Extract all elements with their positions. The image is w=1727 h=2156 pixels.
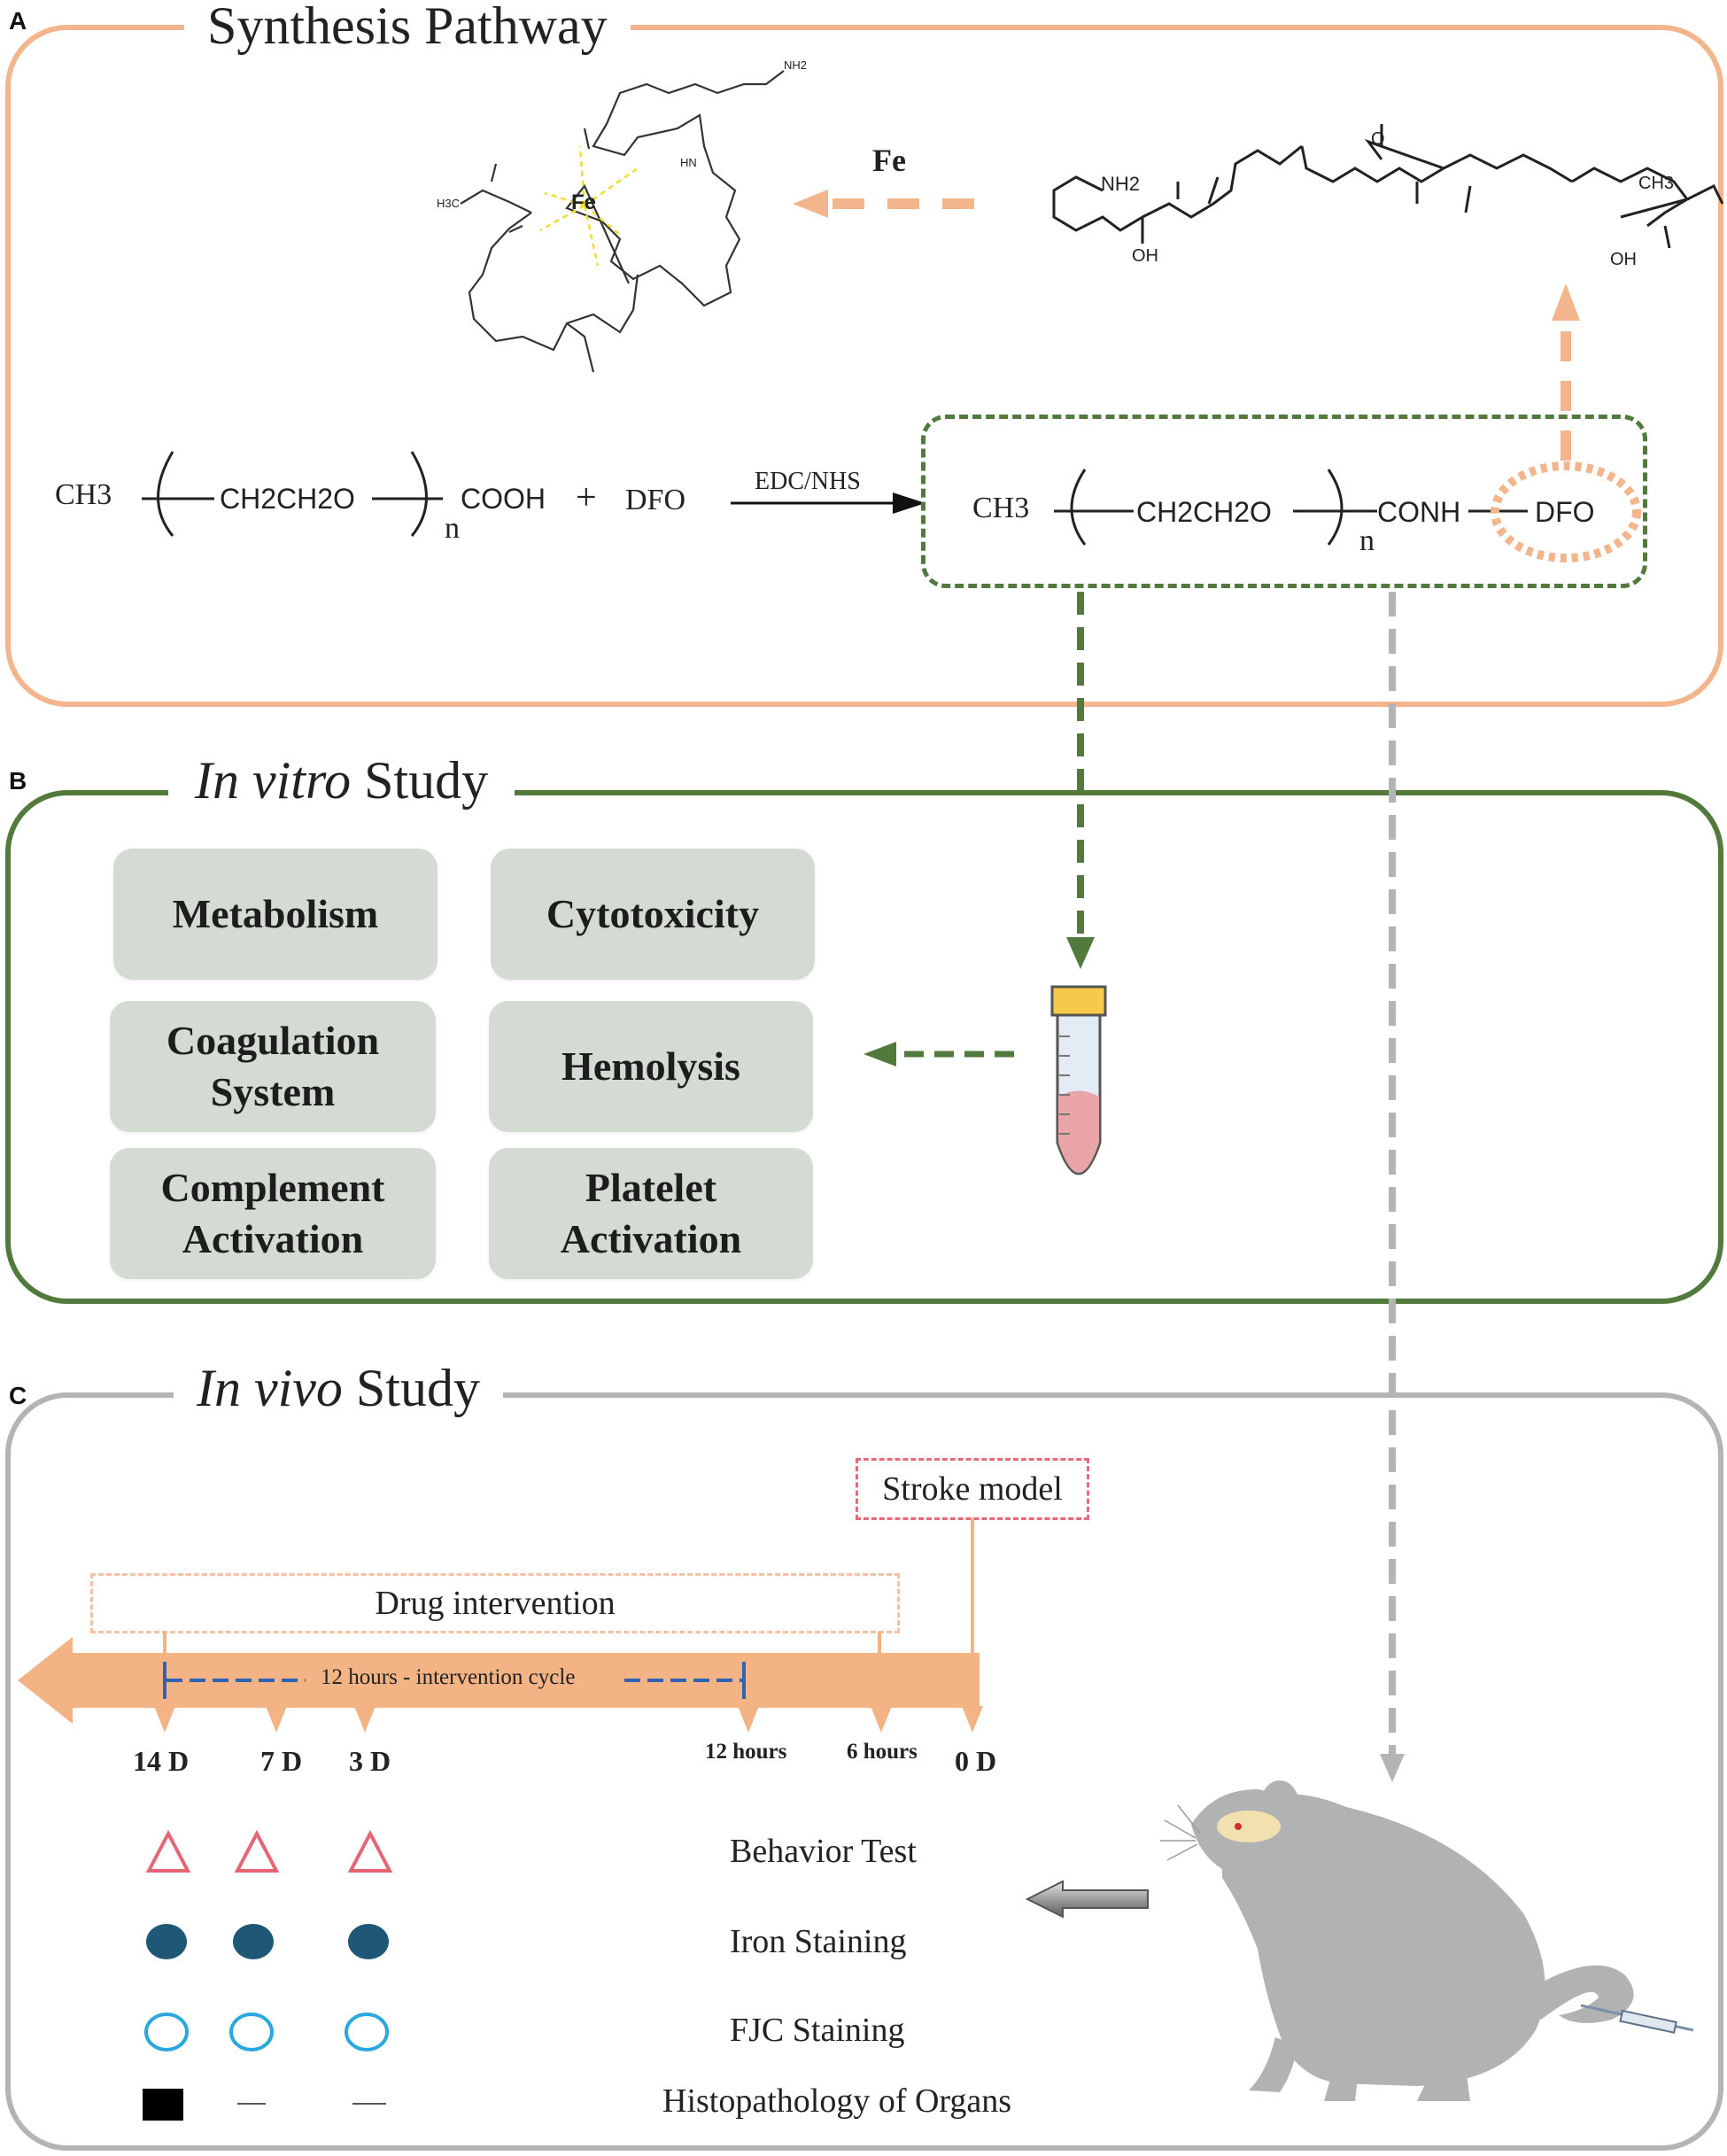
complex-h3c-label: H3C xyxy=(437,197,461,210)
reactant-dfo: DFO xyxy=(625,484,686,516)
dfo-nh2-label: NH2 xyxy=(1101,173,1141,195)
timepoint-14d: 14 D xyxy=(133,1745,190,1777)
peg-repeat-unit: CH2CH2O xyxy=(220,483,355,515)
reactant-cooh: COOH xyxy=(461,483,546,515)
in-vitro-title: In vitro Study xyxy=(168,746,515,815)
triangle-icon xyxy=(347,1829,393,1873)
card-complement-activation: Complement Activation xyxy=(110,1148,436,1279)
filled-circle-icon xyxy=(233,1924,274,1959)
panel-letter-c: C xyxy=(9,1382,27,1409)
card-platelet-activation: Platelet Activation xyxy=(489,1148,813,1279)
drug-intervention-box: Drug intervention xyxy=(90,1573,900,1633)
reagent-label: EDC/NHS xyxy=(755,468,861,495)
card-hemolysis: Hemolysis xyxy=(489,1001,813,1132)
dfo-oh-label-1: OH xyxy=(1132,246,1158,266)
complex-hn-label: HN xyxy=(680,156,697,169)
panel-letter-b: B xyxy=(9,767,27,795)
fe-reaction-label: Fe xyxy=(872,143,906,178)
product-box xyxy=(921,415,1647,588)
in-vivo-title: In vivo Study xyxy=(174,1352,503,1424)
in-vivo-title-rest: Study xyxy=(355,1359,480,1417)
legend-fjc-staining: FJC Staining xyxy=(730,2012,905,2049)
reaction-plus: + xyxy=(576,477,597,518)
complex-nh2-label: NH2 xyxy=(784,58,808,72)
legend-histopathology: Histopathology of Organs xyxy=(662,2082,1012,2120)
timepoint-0d: 0 D xyxy=(955,1745,997,1777)
dfo-ch3-label: CH3 xyxy=(1638,174,1675,193)
synthesis-panel-frame xyxy=(5,25,1723,707)
filled-circle-icon xyxy=(348,1924,389,1959)
in-vitro-title-rest: Study xyxy=(364,751,489,810)
card-coagulation-system: Coagulation System xyxy=(110,1001,436,1132)
fe-center-label: Fe xyxy=(571,190,597,214)
peg-subscript-n: n xyxy=(445,512,460,545)
ring-icon xyxy=(144,2013,189,2051)
timepoint-6-hours: 6 hours xyxy=(847,1740,918,1764)
reactant-ch3: CH3 xyxy=(55,478,112,511)
product-repeat-unit: CH2CH2O xyxy=(1136,496,1272,528)
timepoint-3d: 3 D xyxy=(349,1745,391,1777)
triangle-icon xyxy=(145,1829,191,1873)
in-vitro-title-italic: In vitro xyxy=(195,751,352,810)
ring-icon xyxy=(345,2013,389,2051)
card-cytotoxicity: Cytotoxicity xyxy=(491,849,815,980)
square-icon xyxy=(143,2089,183,2121)
product-subscript-n: n xyxy=(1359,524,1375,557)
timepoint-7d: 7 D xyxy=(260,1745,303,1777)
card-metabolism: Metabolism xyxy=(113,849,438,980)
dfo-oh-label-2: O xyxy=(1371,129,1385,149)
in-vivo-title-italic: In vivo xyxy=(197,1359,343,1417)
synthesis-title: Synthesis Pathway xyxy=(184,0,631,57)
triangle-icon xyxy=(234,1829,280,1873)
product-dfo: DFO xyxy=(1535,496,1595,528)
timepoint-12-hours: 12 hours xyxy=(705,1740,787,1764)
intervention-cycle-label: 12 hours - intervention cycle xyxy=(321,1665,576,1689)
filled-circle-icon xyxy=(146,1924,187,1959)
product-ch3: CH3 xyxy=(972,492,1030,524)
dfo-oh-label-3: OH xyxy=(1610,250,1637,269)
in-vivo-panel-frame xyxy=(5,1392,1723,2151)
panel-letter-a: A xyxy=(9,7,27,35)
legend-behavior-test: Behavior Test xyxy=(730,1833,917,1870)
product-conh: CONH xyxy=(1377,496,1461,528)
legend-iron-staining: Iron Staining xyxy=(730,1923,907,1960)
in-vitro-panel-frame xyxy=(5,790,1723,1304)
ring-icon xyxy=(229,2013,274,2051)
